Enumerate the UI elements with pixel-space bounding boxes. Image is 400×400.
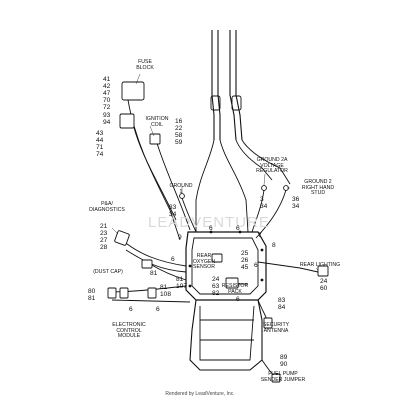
ecm-label: ELECTRONIC CONTROL MODULE [112,322,146,340]
fuel-pump-callouts: 89 90 [280,354,288,369]
security-antenna-callouts: 83 84 [278,297,286,312]
callout-6e: 6 [236,296,240,303]
fuse-block-label: FUSE BLOCK [136,59,154,71]
callout-6g: 6 [156,306,160,313]
ignition-coil-callouts: 16 22 58 59 [175,118,183,147]
ground-2-callouts: 36 34 [292,196,300,211]
callout-81: 81 [150,270,158,277]
callout-6a: 6 [209,225,213,232]
callout-8: 8 [272,242,276,249]
ground-2a-callouts: 3 34 [260,196,268,211]
dust-cap-label: (DUST CAP) [93,269,123,275]
ignition-coil-label: IGNITION COIL [145,116,169,128]
rear-lighting-label: REAR LIGHTING [299,262,341,268]
security-antenna-label: SECURITY ANTENNA [262,322,290,334]
rear-oxygen-sensor-label: REAR OXYGEN SENSOR [192,253,216,271]
resistor-pack-callouts: 24 63 82 [212,276,220,298]
callout-6f: 6 [129,306,133,313]
callout-6c: 6 [171,256,175,263]
ground-1-callouts: 33 34 [169,204,177,219]
callout-81-107: 81 107 [176,276,188,291]
callout-6b: 6 [236,225,240,232]
callout-80-81: 80 81 [88,288,96,303]
callout-6d: 6 [254,262,258,269]
rear-lighting-callouts: 24 60 [320,278,328,293]
ground-2-label: GROUND 2 RIGHT HAND STUD [301,179,335,197]
watermark: LEADVENTURE [148,214,270,231]
footer-credit: Rendered by LeadVenture, Inc. [165,391,235,397]
callout-7: 7 [258,232,262,239]
callout-81-108: 81 108 [160,284,172,299]
fuse-block-callouts: 41 42 47 70 72 93 94 [103,76,111,126]
pa-diagnostics-label: P&A/ DIAGNOSTICS [89,201,125,213]
ground-2a-label: GROUND 2A VOLTAGE REGULATOR [256,157,288,175]
fuel-pump-label: FUEL PUMP SENDER JUMPER [260,371,306,383]
callout-9: 9 [178,234,182,241]
ground-1-label: GROUND 1 [169,183,193,195]
pa-diagnostics-callouts: 21 23 27 28 [100,223,108,252]
fuse-block-callouts-2: 43 44 71 74 [96,130,104,159]
rear-oxygen-sensor-callouts: 25 26 45 [241,250,249,272]
resistor-pack-label: RESISTOR PACK [221,283,249,295]
